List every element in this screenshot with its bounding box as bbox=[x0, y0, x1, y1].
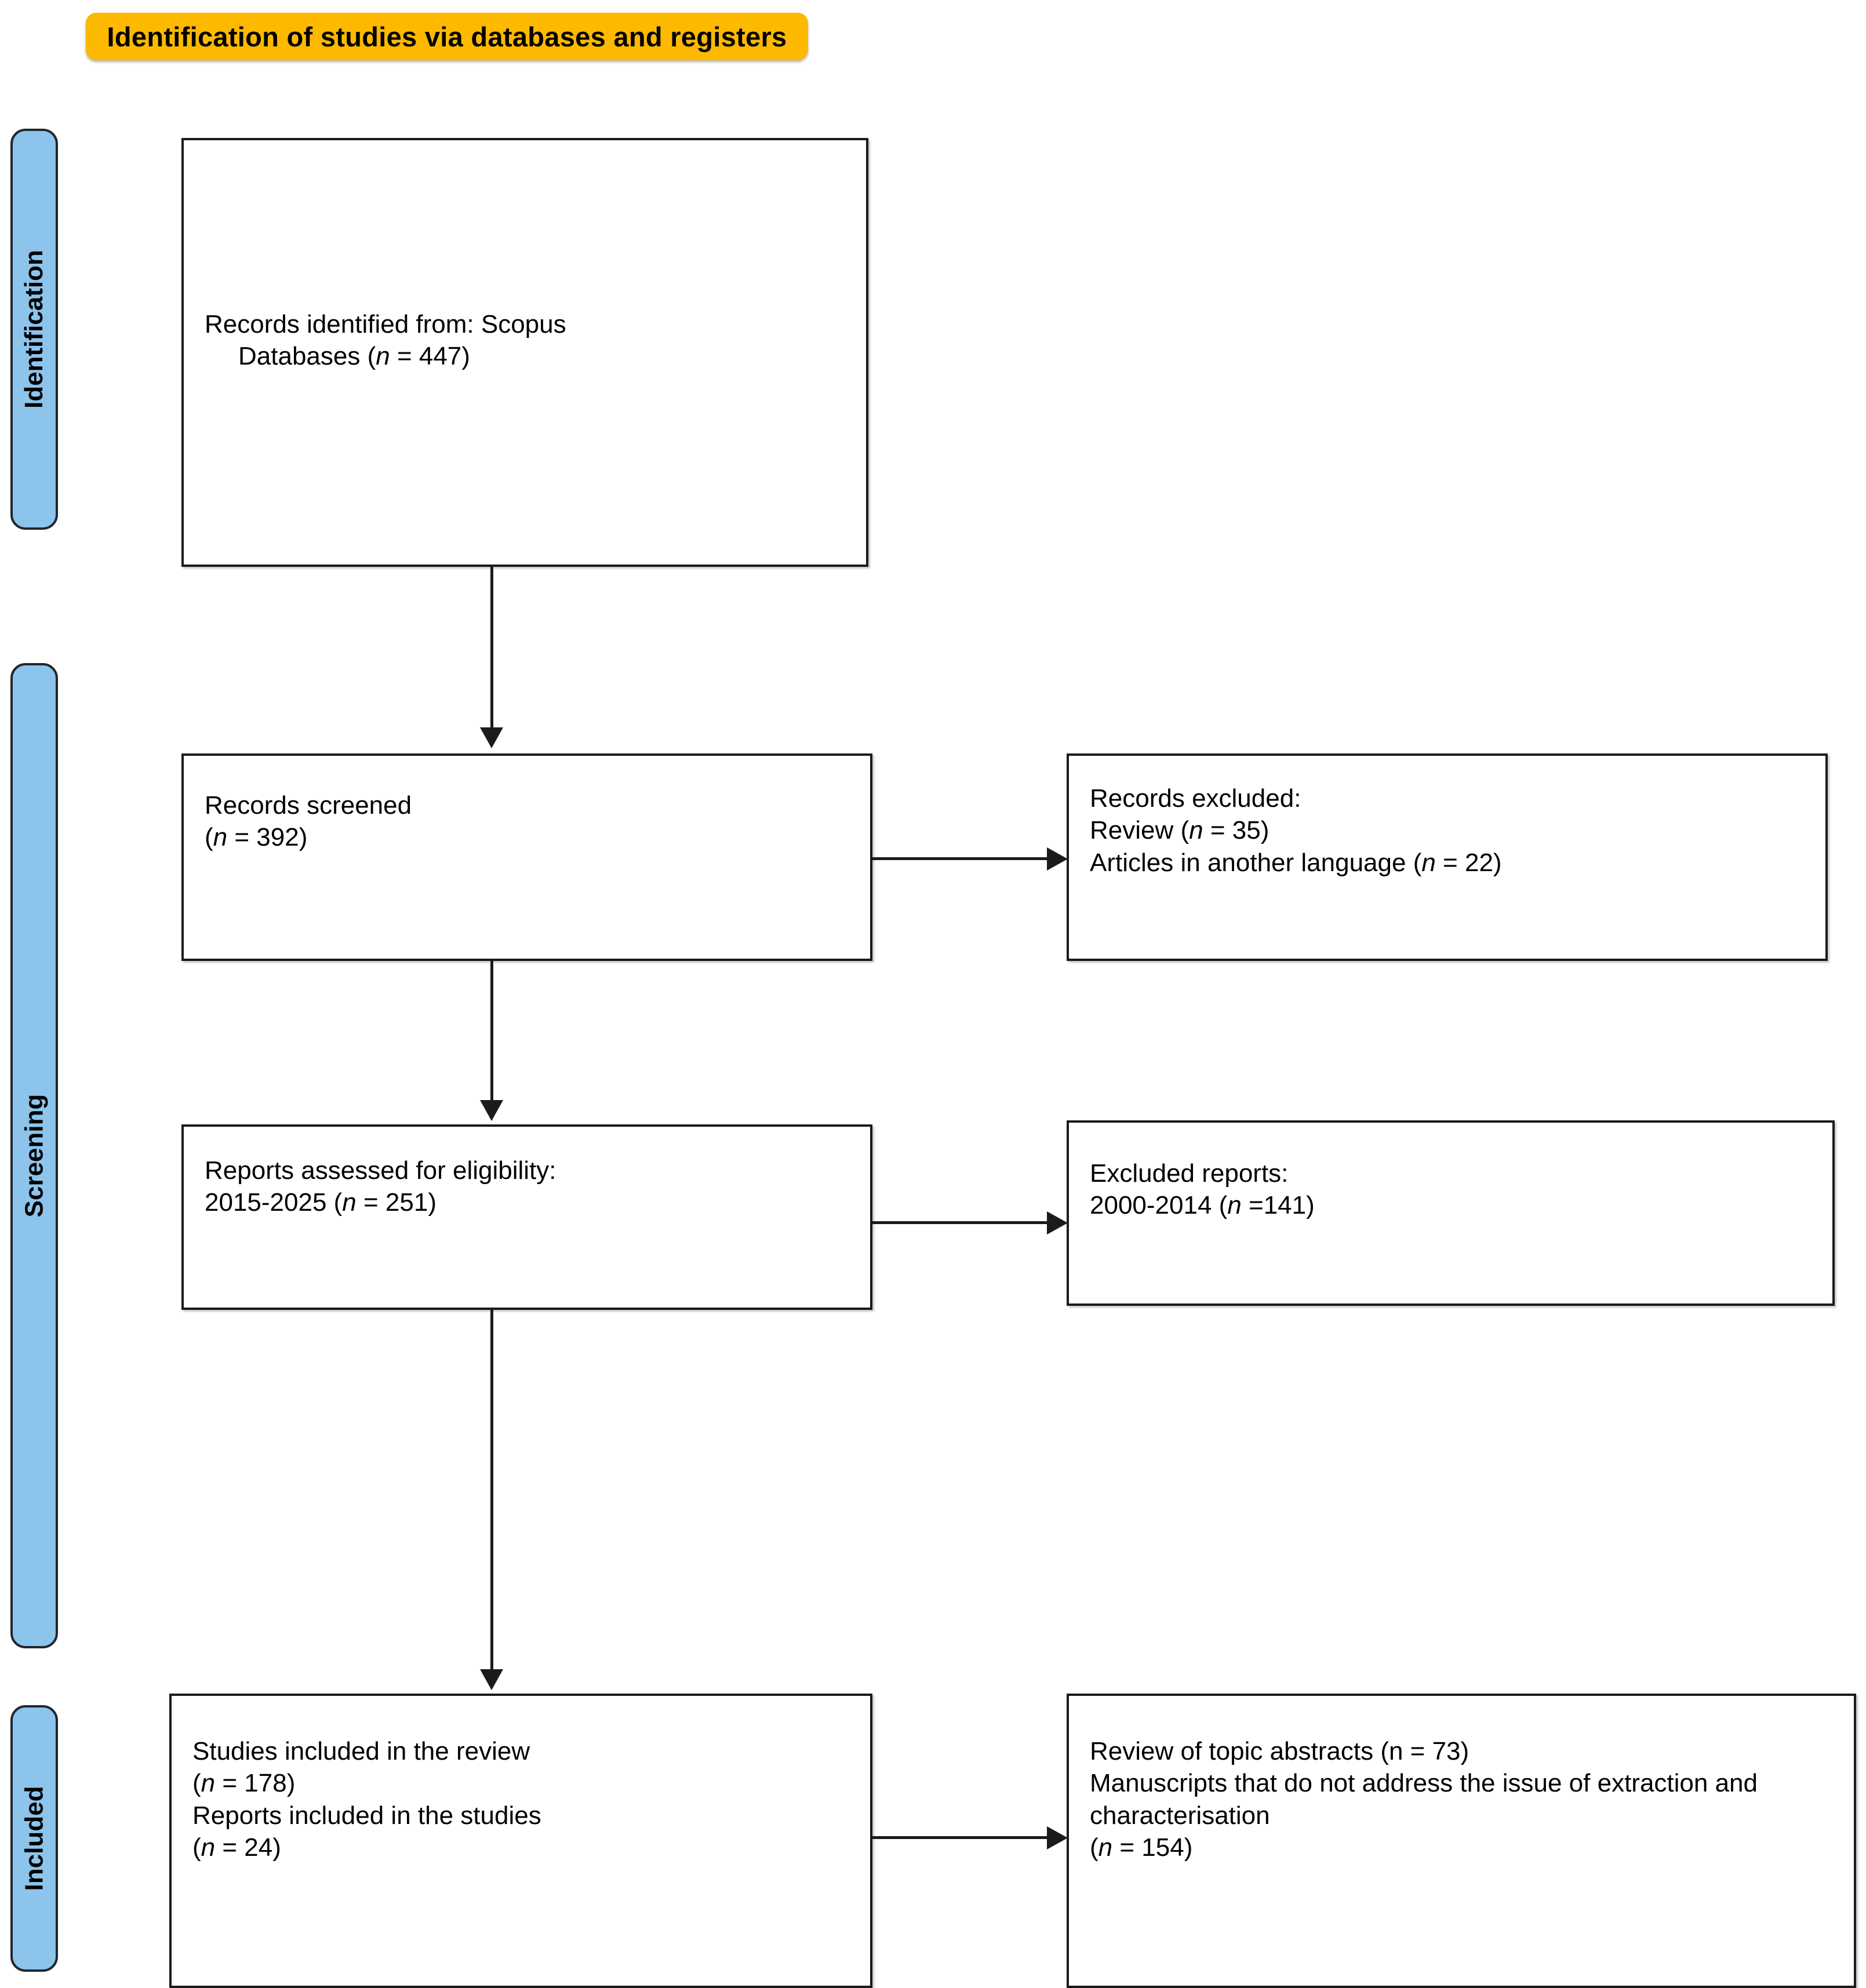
box-excluded-reports-line2-prefix: 2000-2014 ( bbox=[1090, 1191, 1228, 1220]
box-excluded-reports-line2-n: n bbox=[1227, 1191, 1242, 1220]
stage-label-screening: Screening bbox=[10, 663, 58, 1648]
box-studies-included-line2: (n = 178) bbox=[192, 1767, 860, 1799]
box-studies-included-line1: Studies included in the review bbox=[192, 1737, 530, 1765]
box-records-identified: Records identified from: Scopus Database… bbox=[181, 138, 868, 567]
box-reports-assessed-eligibility-line2-prefix: 2015-2025 ( bbox=[205, 1188, 343, 1217]
box-studies-included-line4-suffix: = 24) bbox=[215, 1833, 281, 1862]
stage-label-screening-text: Screening bbox=[20, 1094, 48, 1218]
connector-eligibility-to-excluded-reports bbox=[872, 1221, 1050, 1224]
box-reports-assessed-eligibility-line2-n: n bbox=[342, 1188, 357, 1217]
arrowhead-identified-to-screened bbox=[480, 727, 503, 748]
box-records-excluded-line2-suffix: = 35) bbox=[1203, 816, 1270, 845]
box-records-screened-line2: (n = 392) bbox=[205, 821, 860, 853]
box-records-excluded-line1: Records excluded: bbox=[1090, 784, 1301, 813]
connector-eligibility-to-included bbox=[490, 1310, 493, 1672]
box-studies-included-line4: (n = 24) bbox=[192, 1832, 860, 1863]
connector-screened-to-eligibility bbox=[490, 961, 493, 1103]
arrowhead-eligibility-to-excluded-reports bbox=[1047, 1211, 1068, 1235]
box-records-excluded-line2-prefix: Review ( bbox=[1090, 816, 1190, 845]
diagram-title: Identification of studies via databases … bbox=[107, 21, 787, 52]
stage-label-identification: Identification bbox=[10, 129, 58, 530]
stage-label-identification-text: Identification bbox=[20, 250, 48, 409]
box-records-excluded-line3-prefix: Articles in another language ( bbox=[1090, 848, 1422, 877]
box-records-screened: Records screened (n = 392) bbox=[181, 753, 872, 961]
box-studies-included-line2-n: n bbox=[201, 1769, 216, 1798]
box-reports-assessed-eligibility-line1: Reports assessed for eligibility: bbox=[205, 1156, 556, 1185]
box-records-identified-line2-suffix: = 447) bbox=[390, 342, 470, 371]
box-excluded-full-text: Review of topic abstracts (n = 73) Manus… bbox=[1067, 1694, 1856, 1988]
box-records-excluded-line3: Articles in another language (n = 22) bbox=[1090, 847, 1815, 879]
box-excluded-reports-line2: 2000-2014 (n =141) bbox=[1090, 1189, 1822, 1221]
box-records-excluded-line3-suffix: = 22) bbox=[1435, 848, 1502, 877]
box-studies-included-line4-n: n bbox=[201, 1833, 216, 1862]
diagram-header-banner: Identification of studies via databases … bbox=[86, 13, 808, 60]
box-records-identified-line2-prefix: Databases ( bbox=[238, 342, 376, 371]
box-excluded-full-text-line3-n: n bbox=[1098, 1833, 1113, 1862]
connector-included-to-excluded-full bbox=[872, 1836, 1050, 1839]
box-studies-included-line4-prefix: ( bbox=[192, 1833, 201, 1862]
arrowhead-eligibility-to-included bbox=[480, 1669, 503, 1690]
box-studies-included-line2-prefix: ( bbox=[192, 1769, 201, 1798]
box-studies-included: Studies included in the review (n = 178)… bbox=[169, 1694, 872, 1988]
box-records-screened-line2-n: n bbox=[213, 823, 228, 852]
connector-identified-to-screened bbox=[490, 567, 493, 730]
box-excluded-reports: Excluded reports: 2000-2014 (n =141) bbox=[1067, 1120, 1835, 1306]
stage-label-included: Included bbox=[10, 1705, 58, 1972]
box-excluded-full-text-line2: Manuscripts that do not address the issu… bbox=[1090, 1769, 1758, 1830]
box-excluded-full-text-line3-suffix: = 154) bbox=[1112, 1833, 1193, 1862]
box-excluded-full-text-line3: (n = 154) bbox=[1090, 1832, 1839, 1863]
connector-screened-to-excluded bbox=[872, 857, 1050, 860]
box-studies-included-line2-suffix: = 178) bbox=[215, 1769, 296, 1798]
arrowhead-screened-to-eligibility bbox=[480, 1100, 503, 1121]
box-excluded-full-text-line1: Review of topic abstracts (n = 73) bbox=[1090, 1737, 1469, 1765]
box-records-identified-line2: Databases (n = 447) bbox=[205, 340, 856, 372]
box-reports-assessed-eligibility-line2: 2015-2025 (n = 251) bbox=[205, 1186, 860, 1218]
box-excluded-full-text-line3-prefix: ( bbox=[1090, 1833, 1098, 1862]
box-records-excluded-line3-n: n bbox=[1421, 848, 1436, 877]
box-studies-included-line3: Reports included in the studies bbox=[192, 1801, 541, 1830]
box-records-identified-line2-n: n bbox=[376, 342, 390, 371]
box-records-screened-line2-prefix: ( bbox=[205, 823, 213, 852]
box-excluded-reports-line2-suffix: =141) bbox=[1241, 1191, 1315, 1220]
box-records-excluded: Records excluded: Review (n = 35) Articl… bbox=[1067, 753, 1828, 961]
box-reports-assessed-eligibility-line2-suffix: = 251) bbox=[356, 1188, 437, 1217]
box-records-screened-line2-suffix: = 392) bbox=[227, 823, 308, 852]
box-records-screened-line1: Records screened bbox=[205, 791, 412, 820]
box-reports-assessed-eligibility: Reports assessed for eligibility: 2015-2… bbox=[181, 1124, 872, 1310]
box-records-identified-line1: Records identified from: Scopus bbox=[205, 310, 566, 338]
arrowhead-included-to-excluded-full bbox=[1047, 1826, 1068, 1849]
arrowhead-screened-to-excluded bbox=[1047, 847, 1068, 871]
stage-label-included-text: Included bbox=[20, 1786, 48, 1891]
box-excluded-reports-line1: Excluded reports: bbox=[1090, 1159, 1289, 1188]
box-records-excluded-line2: Review (n = 35) bbox=[1090, 814, 1815, 846]
box-records-excluded-line2-n: n bbox=[1189, 816, 1203, 845]
